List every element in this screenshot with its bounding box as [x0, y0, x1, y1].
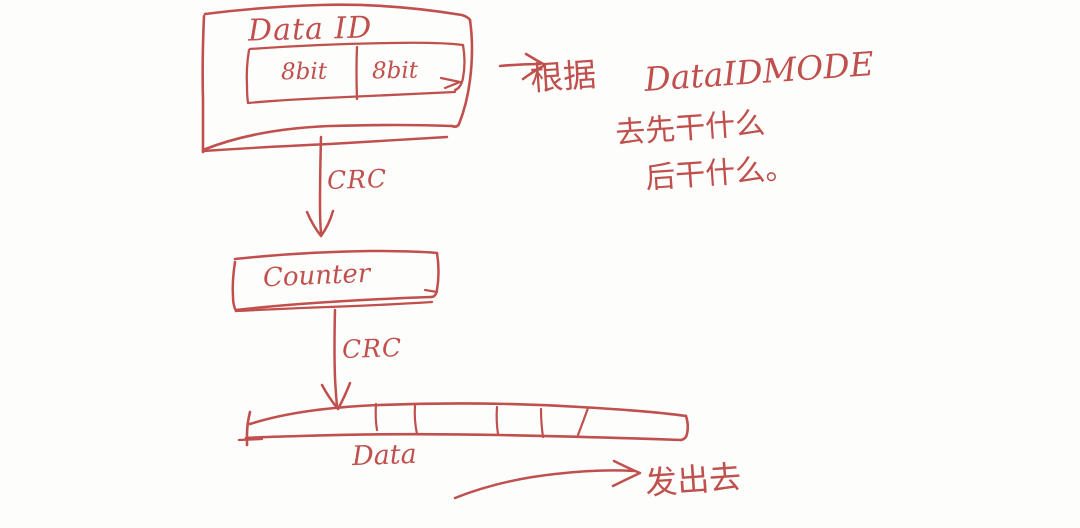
counter-box-outline — [231, 249, 440, 313]
crc-arrow-1 — [305, 135, 335, 238]
bit-fields-outline — [245, 41, 466, 105]
data-id-box-outline — [201, 3, 474, 154]
note-line-1-cn: 根据 — [528, 54, 598, 99]
send-arrow — [453, 459, 642, 500]
counter-label: Counter — [262, 258, 371, 294]
send-out-label: 发出去 — [643, 457, 743, 503]
crc-arrow-2 — [320, 308, 352, 411]
note-arrow-marker — [498, 52, 547, 81]
data-segment-ticks — [374, 402, 590, 439]
data-label: Data — [351, 438, 418, 473]
data-id-label: Data ID — [247, 10, 373, 49]
bit-field-label-2: 8bit — [371, 57, 419, 85]
crc-label-1: CRC — [326, 163, 388, 196]
data-box-outline — [237, 402, 690, 447]
crc-label-2: CRC — [341, 332, 403, 365]
bit-field-label-1: 8bit — [280, 58, 328, 86]
